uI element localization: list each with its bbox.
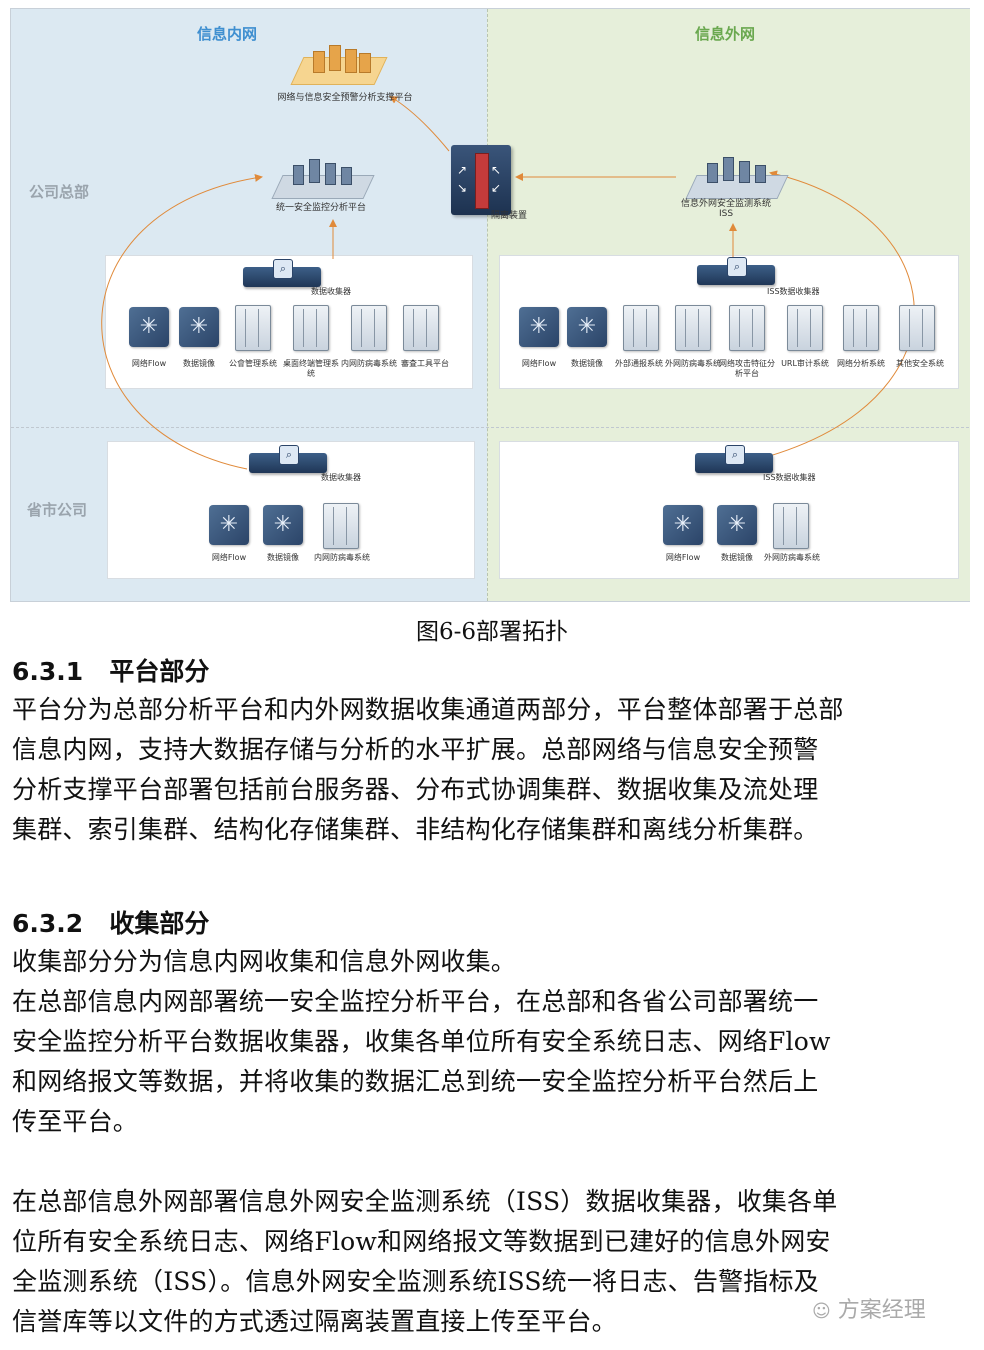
watermark-text: 方案经理: [838, 1298, 926, 1323]
server-rack-icon: [675, 305, 711, 351]
text-line: 信息内网，支持大数据存储与分析的水平扩展。总部网络与信息安全预警: [12, 730, 978, 770]
isolation-device-icon: ↗ ↘ ↖ ↙: [451, 145, 511, 215]
source-label: 其他安全系统: [889, 359, 951, 369]
server-rack-icon: [293, 305, 329, 351]
server-rack-icon: [623, 305, 659, 351]
heading-title: 收集部分: [109, 909, 209, 938]
server-rack-icon: [351, 305, 387, 351]
iss-system-label-1: 信息外网安全监测系统: [661, 199, 791, 209]
iss-servers-icon: [701, 155, 771, 185]
heading-number: 6.3.2: [12, 909, 83, 938]
text-line: 平台分为总部分析平台和内外网数据收集通道两部分，平台整体部署于总部: [12, 690, 978, 730]
extranet-prov-collector-label: ISS数据收集器: [763, 473, 843, 483]
source-label: 桌面终端管理系统: [283, 359, 339, 379]
hq-platform-label: 网络与信息安全预警分析支撑平台: [255, 93, 435, 103]
watermark: ☺ 方案经理: [812, 1292, 926, 1324]
text-line: 位所有安全系统日志、网络Flow和网络报文等数据到已建好的信息外网安: [12, 1222, 978, 1262]
source-label: 网络Flow: [653, 553, 713, 563]
text-line: 分析支撑平台部署包括前台服务器、分布式协调集群、数据收集及流处理: [12, 770, 978, 810]
unified-servers-icon: [287, 157, 357, 187]
source-label: 公會管理系统: [225, 359, 281, 369]
paragraph: 收集部分分为信息内网收集和信息外网收集。 在总部信息内网部署统一安全监控分析平台…: [12, 942, 978, 1142]
text-line: 在总部信息外网部署信息外网安全监测系统（ISS）数据收集器，收集各单: [12, 1182, 978, 1222]
section-heading: 6.3.2 收集部分: [12, 904, 209, 940]
extranet-hq-collector-icon: ⌕: [697, 265, 775, 285]
switch-icon: ✳: [209, 505, 249, 545]
intranet-prov-collector-icon: ⌕: [249, 453, 327, 473]
extranet-prov-collector-icon: ⌕: [695, 453, 773, 473]
heading-number: 6.3.1: [12, 657, 83, 686]
wechat-icon: ☺: [812, 1301, 831, 1322]
connection-lines: [11, 9, 969, 601]
server-rack-icon: [323, 503, 359, 549]
switch-icon: ✳: [717, 505, 757, 545]
extranet-hq-collector-label: ISS数据收集器: [767, 287, 847, 297]
paragraph: 平台分为总部分析平台和内外网数据收集通道两部分，平台整体部署于总部 信息内网，支…: [12, 690, 978, 850]
server-rack-icon: [235, 305, 271, 351]
source-label: 网络Flow: [199, 553, 259, 563]
server-rack-icon: [729, 305, 765, 351]
unified-platform-label: 统一安全监控分析平台: [251, 203, 391, 213]
section-heading: 6.3.1 平台部分: [12, 652, 209, 688]
switch-icon: ✳: [263, 505, 303, 545]
intranet-hq-collector-icon: ⌕: [243, 267, 321, 287]
source-label: 网络分析系统: [833, 359, 889, 369]
isolation-device-label: 隔离装置: [491, 211, 551, 221]
switch-icon: ✳: [567, 307, 607, 347]
heading-title: 平台部分: [109, 657, 209, 686]
server-cluster-icon: [311, 45, 371, 75]
source-label: 数据镜像: [169, 359, 229, 369]
server-rack-icon: [843, 305, 879, 351]
text-line: 在总部信息内网部署统一安全监控分析平台，在总部和各省公司部署统一: [12, 982, 978, 1022]
server-rack-icon: [773, 503, 809, 549]
topology-diagram: 信息内网 信息外网 公司总部 省市公司 网络与信息安全预警分析支撑平台: [10, 8, 970, 602]
figure-caption: 图6-6部署拓扑: [0, 612, 984, 646]
server-rack-icon: [787, 305, 823, 351]
text-line: 传至平台。: [12, 1102, 978, 1142]
source-label: 数据镜像: [707, 553, 767, 563]
intranet-prov-collector-label: 数据收集器: [321, 473, 391, 483]
text-line: 安全监控分析平台数据收集器，收集各单位所有安全系统日志、网络Flow: [12, 1022, 978, 1062]
server-rack-icon: [403, 305, 439, 351]
text-line: 和网络报文等数据，并将收集的数据汇总到统一安全监控分析平台然后上: [12, 1062, 978, 1102]
source-label: 審査工具平台: [397, 359, 453, 369]
source-label: 网络攻击特征分析平台: [719, 359, 775, 379]
source-label: 外网防病毒系统: [761, 553, 823, 563]
switch-icon: ✳: [179, 307, 219, 347]
source-label: 数据镜像: [253, 553, 313, 563]
source-label: 外部通报系统: [611, 359, 667, 369]
text-line: 集群、索引集群、结构化存储集群、非结构化存储集群和离线分析集群。: [12, 810, 978, 850]
source-label: 数据镜像: [559, 359, 615, 369]
iss-system-label-2: ISS: [661, 209, 791, 219]
source-label: 内网防病毒系统: [341, 359, 397, 369]
source-label: URL审计系统: [777, 359, 833, 369]
switch-icon: ✳: [519, 307, 559, 347]
source-label: 内网防病毒系统: [311, 553, 373, 563]
intranet-hq-collector-label: 数据收集器: [311, 287, 381, 297]
text-line: 收集部分分为信息内网收集和信息外网收集。: [12, 942, 978, 982]
server-rack-icon: [899, 305, 935, 351]
switch-icon: ✳: [129, 307, 169, 347]
source-label: 外网防病毒系统: [665, 359, 721, 369]
switch-icon: ✳: [663, 505, 703, 545]
